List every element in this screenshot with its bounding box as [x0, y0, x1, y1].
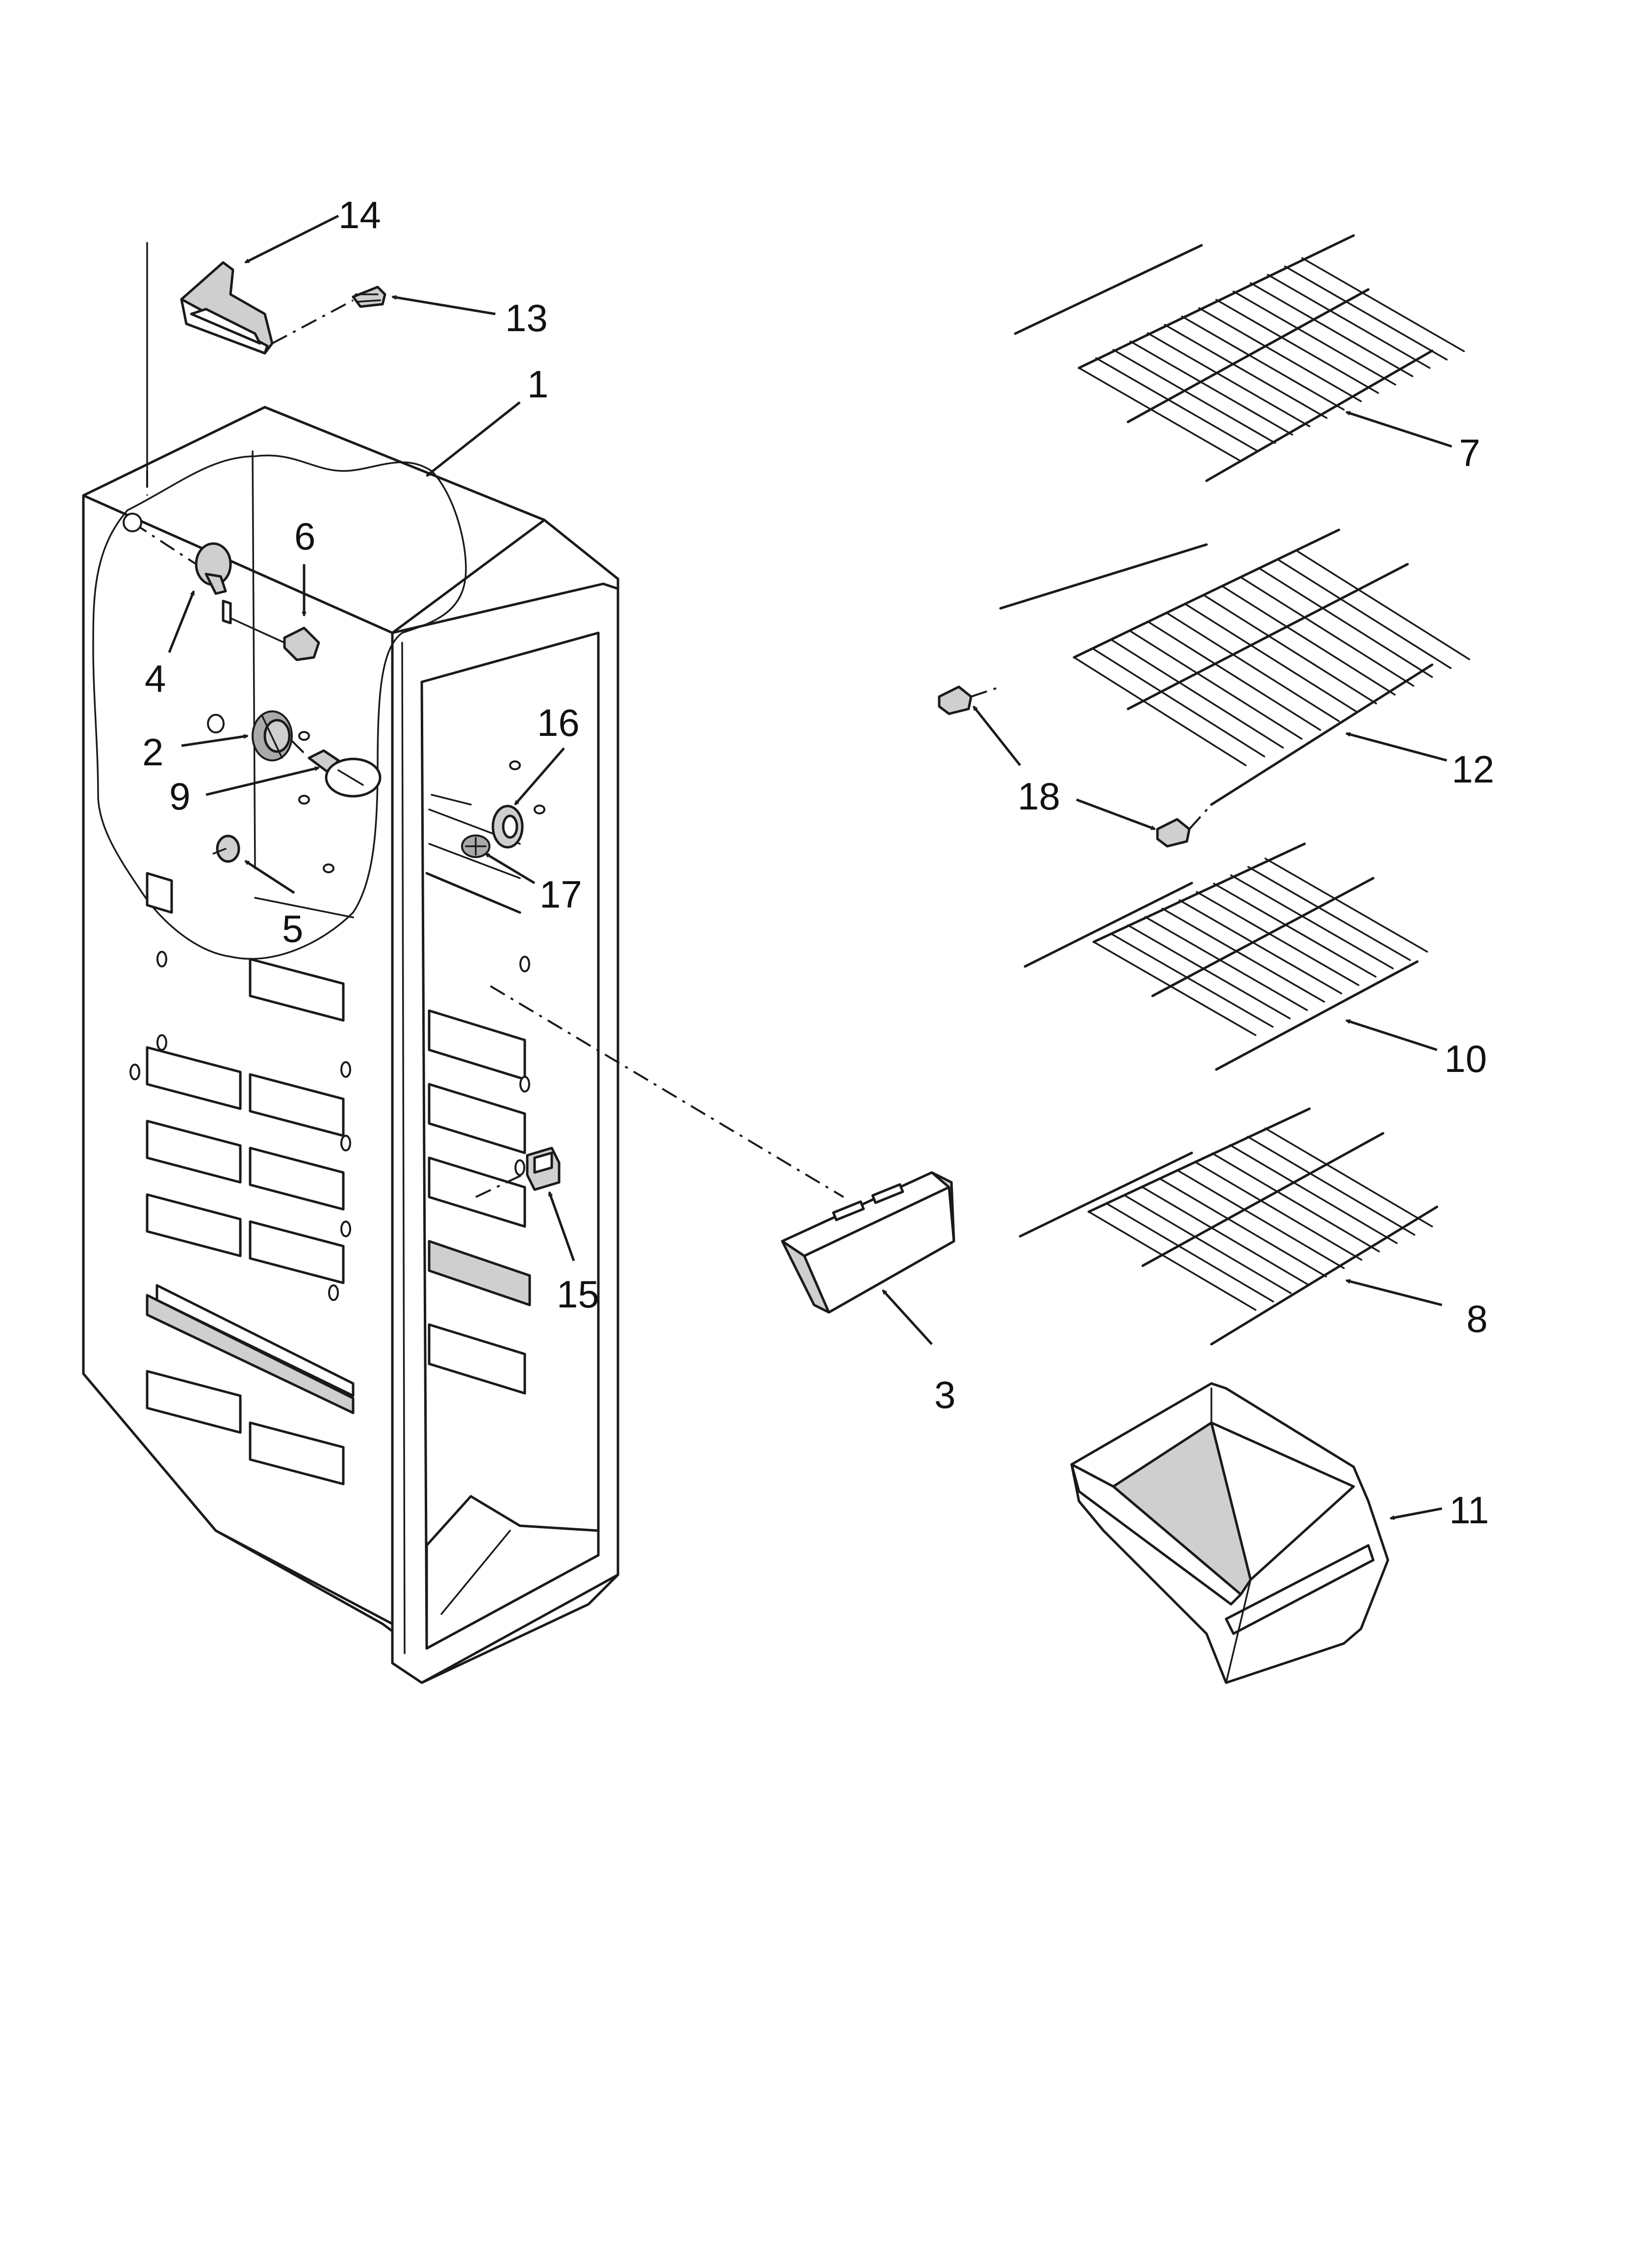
callout-8: 8	[1466, 1297, 1488, 1340]
stud-part-5	[212, 834, 240, 863]
clip-part-15	[526, 1147, 561, 1191]
screw-part-13	[352, 286, 386, 308]
shelf-part-7	[1014, 234, 1465, 482]
shelf-stop-part-18	[938, 685, 1212, 848]
callout-15: 15	[557, 1273, 599, 1316]
callout-6: 6	[294, 515, 315, 558]
wall-recesses	[146, 872, 355, 1486]
stud-part-16	[491, 805, 524, 849]
cover-3-alignment-line	[489, 985, 845, 1198]
shelf-part-8	[1019, 1107, 1438, 1346]
clip-part-6	[222, 600, 320, 661]
screw-part-17	[461, 834, 490, 858]
light-cover-part-3	[781, 1171, 955, 1314]
callout-5: 5	[282, 907, 303, 950]
right-wall-recesses	[425, 794, 531, 1395]
callout-16: 16	[537, 701, 580, 744]
callout-1: 1	[527, 363, 548, 406]
bracket-part-14	[146, 242, 274, 472]
callout-17: 17	[539, 873, 582, 916]
mounting-holes	[129, 714, 545, 1301]
leader-arrows	[168, 214, 1452, 1520]
callout-7: 7	[1459, 431, 1480, 474]
light-socket-part-2	[252, 710, 293, 761]
shelf-part-10	[1024, 842, 1428, 1071]
callout-14: 14	[338, 193, 381, 236]
callout-9: 9	[169, 775, 190, 818]
callout-11: 11	[1449, 1488, 1489, 1532]
light-bulb-part-9	[291, 740, 382, 798]
screw-13-alignment-line	[272, 299, 354, 344]
clip-15-alignment-line	[475, 1172, 528, 1198]
shelf-part-12	[999, 528, 1470, 806]
knob-part-4	[123, 513, 232, 595]
callout-13: 13	[505, 296, 548, 339]
bin-part-11	[1070, 1382, 1389, 1684]
callout-10: 10	[1444, 1037, 1487, 1080]
callout-2: 2	[142, 730, 163, 774]
callout-3: 3	[934, 1373, 955, 1416]
freezer-liner	[82, 406, 619, 1684]
callout-12: 12	[1452, 748, 1494, 791]
callout-18: 18	[1018, 775, 1060, 818]
callout-labels: 14 13 1 6 4 2 9 5 16 17 15 3 7 18 12 10 …	[142, 193, 1494, 1532]
callout-4: 4	[145, 657, 166, 700]
